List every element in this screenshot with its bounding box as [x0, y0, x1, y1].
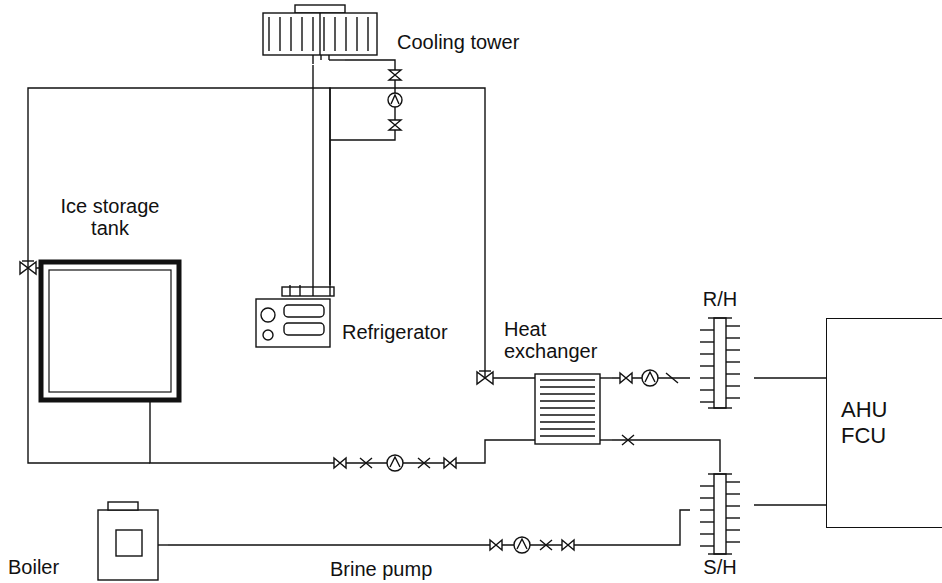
check-valve — [622, 435, 634, 445]
node-label: Heat exchanger — [504, 318, 608, 362]
check-valve — [360, 458, 372, 468]
pipe-connector — [754, 377, 826, 378]
node-label: Boiler — [8, 556, 59, 578]
tower-bypass-pipe — [330, 60, 395, 140]
check-valve — [540, 540, 552, 550]
return-header: R/H — [690, 288, 754, 412]
check-valve — [666, 373, 678, 383]
pump-symbol — [642, 370, 658, 386]
pump-mark — [517, 539, 527, 549]
valve-symbol — [620, 373, 632, 383]
three-way-valve — [477, 372, 493, 384]
valve-symbol — [389, 120, 401, 130]
pipe-connector — [612, 440, 720, 472]
node-label: R/H — [690, 288, 750, 310]
valve-symbol — [562, 540, 574, 550]
valve-symbol — [334, 458, 346, 468]
ahu-fcu-box: AHU FCU — [826, 318, 942, 528]
node-label: Refrigerator — [342, 321, 448, 343]
three-way-valve — [20, 262, 36, 274]
valve-symbol — [490, 540, 502, 550]
pipe-connector — [330, 88, 500, 378]
valve-stem — [22, 260, 34, 261]
refrigerator: Refrigerator — [250, 285, 452, 350]
valve-stem — [479, 370, 491, 371]
cooling-tower: Cooling tower — [255, 5, 535, 65]
pump-mark — [390, 457, 400, 467]
heat-exchanger: Heat exchanger — [500, 318, 612, 440]
part-label: Brine pump — [330, 558, 432, 580]
node-label: Cooling tower — [397, 31, 519, 53]
pipe-connector — [28, 88, 330, 285]
pump-symbol — [387, 455, 403, 471]
supply-header: S/H — [690, 472, 754, 582]
pipe-connector — [150, 401, 500, 463]
pump-symbol — [514, 537, 530, 553]
ice-storage-tank: Ice storage tank — [40, 195, 184, 401]
pipe-connector — [168, 510, 690, 545]
pump-symbol — [388, 93, 402, 107]
node-label: AHU FCU — [841, 397, 905, 449]
pump-mark — [645, 372, 655, 382]
pipe-connector — [754, 504, 826, 505]
pump-mark — [391, 95, 399, 104]
check-valve — [418, 458, 430, 468]
boiler: Boiler — [8, 500, 168, 582]
pipe-fittings — [20, 60, 678, 553]
pipe-connector — [312, 65, 313, 285]
valve-symbol — [389, 70, 401, 80]
node-label: Ice storage tank — [40, 195, 180, 239]
valve-symbol — [444, 458, 456, 468]
node-label: S/H — [690, 556, 750, 578]
